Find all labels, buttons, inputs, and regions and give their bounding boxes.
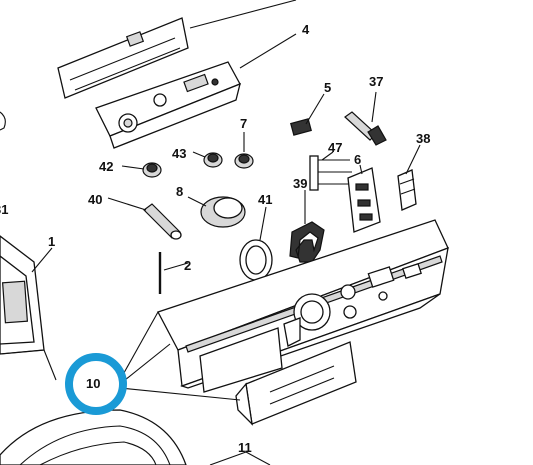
connector-part-38 <box>397 169 417 211</box>
callout-10: 10 <box>86 376 100 391</box>
callout-39: 39 <box>293 176 307 191</box>
highlight-circle <box>65 353 127 415</box>
callout-38: 38 <box>416 131 430 146</box>
tube-part-40 <box>143 203 182 240</box>
callout-7: 7 <box>240 116 247 131</box>
callout-40: 40 <box>88 192 102 207</box>
callout-47: 47 <box>328 140 342 155</box>
callout-1: 1 <box>48 234 55 249</box>
control-module-part <box>95 61 241 149</box>
cabinet-part-1 <box>0 235 57 381</box>
bracket-part-6 <box>347 167 381 233</box>
callout-43: 43 <box>172 146 186 161</box>
small-knob-42 <box>142 162 162 178</box>
callout-6: 6 <box>354 152 361 167</box>
callout-5: 5 <box>324 80 331 95</box>
small-knob-43 <box>203 152 223 168</box>
callout-8: 8 <box>176 184 183 199</box>
callout-42: 42 <box>99 159 113 174</box>
pcb-board-part <box>57 17 189 99</box>
callout-41: 41 <box>258 192 272 207</box>
callout-4: 4 <box>302 22 310 37</box>
button-cap-part-8 <box>200 196 246 228</box>
door-part-11 <box>0 409 187 465</box>
leader-lines <box>31 0 421 465</box>
bracket-part-47 <box>309 155 354 191</box>
callout-2: 2 <box>184 258 191 273</box>
detergent-drawer-part <box>235 341 357 426</box>
ring-part-41 <box>239 239 273 281</box>
hook-part <box>0 111 6 131</box>
small-knob-7 <box>234 153 254 169</box>
clip-part-39 <box>289 221 325 263</box>
pin-part-37 <box>344 111 387 146</box>
callout-37: 37 <box>369 74 383 89</box>
callout-31: 31 <box>0 202 8 217</box>
callout-labels: 4 5 37 7 42 43 47 6 38 8 39 40 41 2 1 10… <box>0 22 430 455</box>
callout-11: 11 <box>238 440 252 455</box>
front-panel-part <box>157 219 449 393</box>
